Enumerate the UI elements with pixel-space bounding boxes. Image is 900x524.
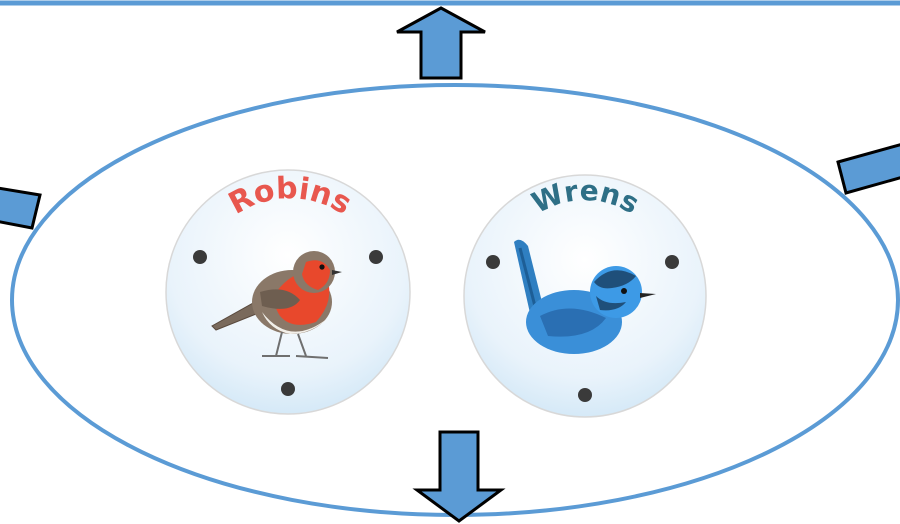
wrens-badge-dot-right xyxy=(665,255,679,269)
robins-badge: Robins xyxy=(165,169,411,415)
robin-bird-icon xyxy=(211,251,342,359)
down-arrow xyxy=(412,430,506,523)
wrens-badge-dot-left xyxy=(486,255,500,269)
robins-badge-dot-left xyxy=(193,250,207,264)
wrens-badge: Wrens xyxy=(463,174,707,418)
right-arrow xyxy=(836,143,900,195)
left-arrow xyxy=(0,186,42,230)
up-arrow xyxy=(396,6,486,80)
robins-badge-dot-bottom xyxy=(281,382,295,396)
wrens-badge-dot-bottom xyxy=(578,388,592,402)
robins-badge-dot-right xyxy=(369,250,383,264)
fairy-wren-bird-icon xyxy=(514,239,656,354)
